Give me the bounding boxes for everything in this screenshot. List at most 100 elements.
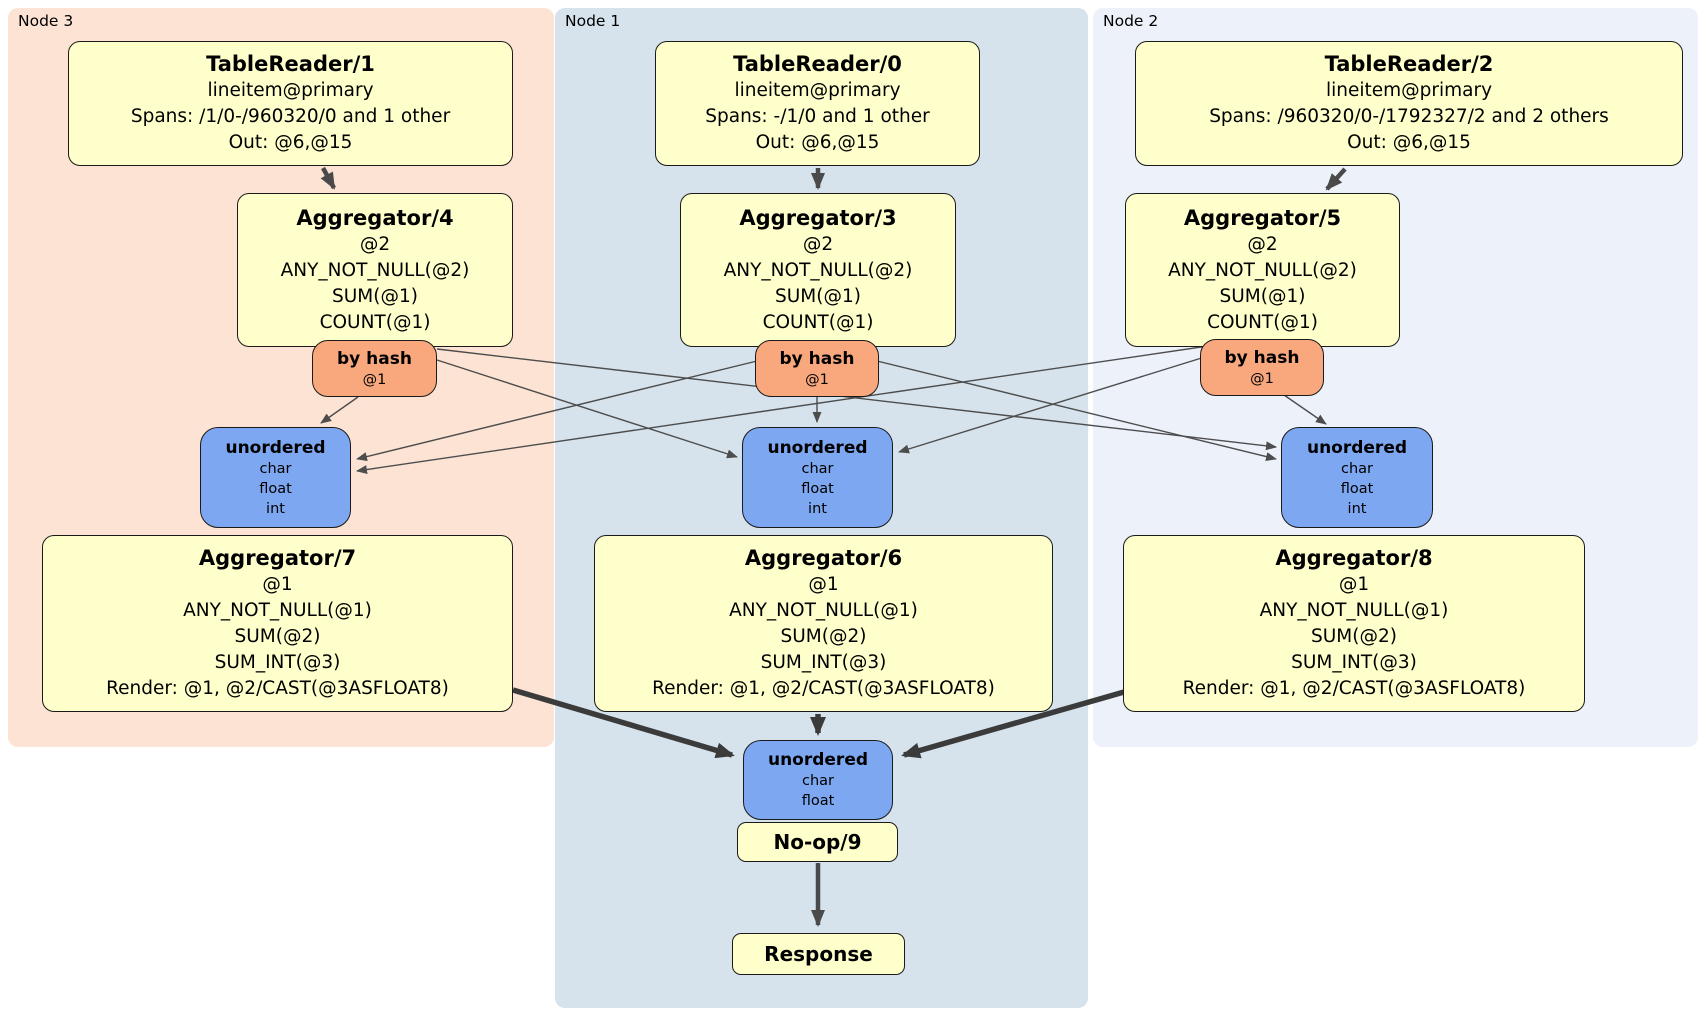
processor-detail: Out: @6,@15 — [755, 132, 880, 153]
processor-detail: SUM_INT(@3) — [1291, 652, 1417, 673]
edge-hashL-unC — [436, 359, 738, 459]
sync-title: unordered — [767, 437, 868, 458]
processor-aggregator-5: Aggregator/5 @2 ANY_NOT_NULL(@2) SUM(@1)… — [1125, 193, 1400, 347]
sync-title: unordered — [1306, 437, 1408, 458]
node3-label: Node 3 — [18, 12, 74, 30]
sync-title: unordered — [225, 437, 326, 458]
processor-detail: @2 — [359, 233, 391, 255]
processor-detail: ANY_NOT_NULL(@2) — [723, 259, 913, 281]
edge-hashR-unL — [356, 345, 1209, 474]
processor-aggregator-6: Aggregator/6 @1 ANY_NOT_NULL(@1) SUM(@2)… — [594, 535, 1053, 712]
processor-detail: Render: @1, @2/CAST(@3ASFLOAT8) — [106, 678, 449, 699]
response-node: Response — [732, 933, 905, 975]
node1-label: Node 1 — [565, 12, 621, 30]
processor-detail: lineitem@primary — [207, 80, 374, 101]
processor-title: Aggregator/5 — [1183, 205, 1342, 230]
processor-aggregator-4: Aggregator/4 @2 ANY_NOT_NULL(@2) SUM(@1)… — [237, 193, 513, 347]
processor-detail: SUM(@2) — [234, 626, 321, 647]
sync-unordered-final: unordered char float — [743, 740, 893, 820]
sync-column: int — [266, 500, 285, 517]
router-title: by hash — [337, 348, 412, 369]
processor-detail: SUM(@1) — [1219, 285, 1306, 307]
processor-aggregator-8: Aggregator/8 @1 ANY_NOT_NULL(@1) SUM(@2)… — [1123, 535, 1585, 712]
router-by-hash-right: by hash @1 — [1200, 339, 1324, 396]
edge-hashR-unR — [1283, 394, 1327, 425]
processor-detail: ANY_NOT_NULL(@1) — [1259, 600, 1449, 621]
processor-detail: COUNT(@1) — [762, 311, 874, 333]
edge-hashL-unL — [320, 396, 359, 424]
response-title: Response — [764, 942, 873, 966]
processor-detail: Spans: /960320/0-/1792327/2 and 2 others — [1209, 106, 1609, 127]
sync-column: float — [801, 480, 834, 497]
processor-detail: COUNT(@1) — [319, 311, 431, 333]
sync-column: int — [1347, 500, 1367, 517]
sync-title: unordered — [767, 750, 869, 770]
sync-column: int — [808, 500, 827, 517]
edge-hashC-unR — [876, 360, 1277, 461]
sync-column: char — [259, 460, 292, 477]
processor-aggregator-3: Aggregator/3 @2 ANY_NOT_NULL(@2) SUM(@1)… — [680, 193, 956, 347]
processor-aggregator-7: Aggregator/7 @1 ANY_NOT_NULL(@1) SUM(@2)… — [42, 535, 513, 712]
processor-title: Aggregator/8 — [1275, 546, 1433, 570]
processor-title: Aggregator/3 — [739, 205, 897, 230]
processor-detail: SUM(@1) — [332, 285, 418, 307]
processor-detail: @1 — [1338, 574, 1370, 595]
sync-column: char — [801, 460, 834, 477]
sync-column: float — [1340, 480, 1374, 497]
router-title: by hash — [779, 348, 855, 369]
sync-unordered-right: unordered char float int — [1281, 427, 1433, 528]
processor-detail: lineitem@primary — [1325, 80, 1493, 101]
processor-tablereader-0: TableReader/0 lineitem@primary Spans: -/… — [655, 41, 980, 166]
edge-tr2-agg5 — [1325, 167, 1347, 191]
processor-detail: ANY_NOT_NULL(@2) — [280, 259, 470, 281]
edge-agg8-un2 — [901, 689, 1125, 759]
edge-tr1-agg4 — [320, 166, 336, 190]
processor-detail: SUM(@2) — [780, 626, 867, 647]
sync-unordered-left: unordered char float int — [200, 427, 351, 528]
processor-detail: Spans: /1/0-/960320/0 and 1 other — [130, 106, 451, 127]
processor-detail: @2 — [1247, 233, 1278, 255]
processor-detail: Out: @6,@15 — [1347, 132, 1471, 153]
processor-detail: @1 — [808, 574, 839, 595]
processor-title: TableReader/0 — [733, 52, 902, 76]
processor-detail: lineitem@primary — [734, 80, 901, 101]
router-key: @1 — [362, 371, 387, 388]
sync-column: float — [801, 793, 835, 809]
processor-title: Aggregator/7 — [198, 546, 357, 570]
processor-detail: @2 — [802, 233, 834, 255]
processor-detail: ANY_NOT_NULL(@1) — [183, 600, 372, 621]
processor-title: No-op/9 — [773, 830, 862, 854]
sync-column: float — [259, 480, 292, 497]
processor-tablereader-1: TableReader/1 lineitem@primary Spans: /1… — [68, 41, 513, 166]
sync-column: char — [1340, 460, 1373, 477]
processor-title: Aggregator/4 — [296, 205, 454, 230]
router-by-hash-left: by hash @1 — [312, 340, 437, 397]
processor-title: TableReader/1 — [206, 52, 375, 76]
router-by-hash-center: by hash @1 — [755, 340, 879, 397]
node2-label: Node 2 — [1103, 12, 1159, 30]
processor-title: Aggregator/6 — [744, 546, 903, 570]
processor-detail: SUM_INT(@3) — [760, 652, 887, 673]
processor-detail: COUNT(@1) — [1207, 311, 1318, 333]
edge-hashR-unC — [898, 355, 1209, 454]
processor-detail: ANY_NOT_NULL(@2) — [1168, 259, 1357, 281]
processor-detail: Render: @1, @2/CAST(@3ASFLOAT8) — [652, 678, 995, 699]
processor-detail: @1 — [262, 574, 293, 595]
processor-tablereader-2: TableReader/2 lineitem@primary Spans: /9… — [1135, 41, 1683, 166]
sync-column: char — [801, 773, 834, 789]
router-key: @1 — [805, 371, 829, 388]
processor-detail: ANY_NOT_NULL(@1) — [729, 600, 918, 621]
router-title: by hash — [1224, 347, 1300, 368]
processor-detail: Out: @6,@15 — [228, 132, 353, 153]
processor-detail: SUM_INT(@3) — [214, 652, 341, 673]
processor-detail: SUM(@2) — [1311, 626, 1397, 647]
processor-detail: SUM(@1) — [775, 285, 861, 307]
processor-detail: Render: @1, @2/CAST(@3ASFLOAT8) — [1182, 678, 1526, 699]
sync-unordered-center: unordered char float int — [742, 427, 893, 528]
processor-noop-9: No-op/9 — [737, 822, 898, 862]
router-key: @1 — [1250, 370, 1274, 387]
processor-title: TableReader/2 — [1324, 52, 1494, 76]
edge-hashC-unL — [356, 360, 758, 461]
